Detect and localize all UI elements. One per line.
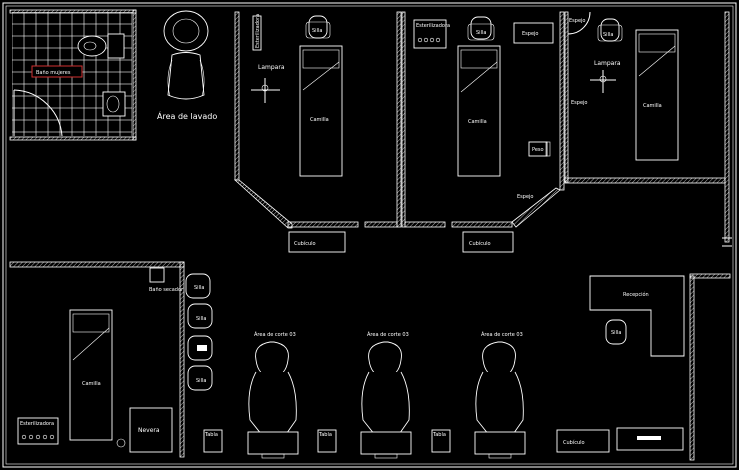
stretcher-label-2: Camilla	[468, 119, 487, 125]
stretcher-label: Camilla	[310, 117, 329, 123]
bath-dryer-label: Baño secador	[149, 287, 184, 293]
wash-basin-icon	[163, 10, 209, 100]
sterilizer-box-2-label: Esterilizadora	[20, 421, 54, 427]
waiting-chair-label-1: Silla	[194, 285, 204, 291]
cutting-area-3: Área de corte 03	[474, 331, 526, 459]
chair-label-3: Silla	[603, 32, 613, 38]
cubicle-label-1: Cubículo	[294, 240, 316, 247]
side-table-label-1: Tabla	[204, 432, 218, 438]
toilet-icon	[77, 33, 125, 59]
side-table-label-3: Tabla	[432, 432, 446, 438]
fridge	[129, 407, 173, 453]
reception-chair-label: Silla	[611, 330, 621, 336]
waiting-chair-label-2: Silla	[196, 316, 206, 322]
stretcher-icon	[299, 45, 343, 177]
side-tables: Tabla Tabla Tabla	[203, 429, 451, 453]
cubicle-box-2	[462, 231, 514, 253]
sterilizer-cabinet	[252, 15, 262, 51]
treatment-room-3: Espejo Silla Lampara Espejo Camilla	[564, 11, 730, 243]
side-table-label-2: Tabla	[318, 432, 332, 438]
cutting-area-label-3: Área de corte 03	[481, 331, 523, 338]
bath-sign-frame	[31, 65, 83, 78]
side-cabinet	[149, 267, 165, 283]
chair-label-2: Silla	[476, 30, 486, 36]
waiting-chairs: Silla Silla Silla	[185, 273, 213, 391]
scale-label: Peso	[532, 147, 544, 153]
stretcher-label-4: Camilla	[82, 381, 101, 387]
chair-icon	[597, 18, 623, 42]
bathroom-door-swing	[13, 89, 63, 137]
reception-label: Recepción	[623, 291, 649, 298]
sterilizer-label: Esterilizadora	[255, 14, 261, 48]
sterilizer-box	[413, 19, 447, 49]
cutting-area-1: Área de corte 03	[247, 331, 299, 459]
stretcher-icon	[457, 45, 501, 177]
sterilizer-box-2	[17, 417, 59, 445]
sterilizer-box-label: Esterilizadora	[416, 23, 450, 29]
mirror-label: Espejo	[517, 194, 533, 200]
cutting-area-2: Área de corte 03	[360, 331, 412, 459]
treatment-room-2: Esterilizadora Silla Espejo Camilla Peso…	[401, 11, 565, 228]
wash-area-label: Área de lavado	[157, 110, 217, 121]
reception: Recepción Silla Cubículo	[556, 273, 731, 461]
door-swing	[567, 11, 591, 35]
sink-icon	[102, 91, 126, 117]
lamp-label-right: Lampara	[594, 60, 621, 67]
mirror-label-3: Espejo	[569, 18, 585, 24]
outer-wall-inner	[5, 5, 734, 465]
bathroom: Baño mujeres	[9, 9, 137, 141]
lamp-label: Lampara	[258, 64, 285, 71]
wash-area: Área de lavado	[157, 10, 217, 121]
cubicle-label-2: Cubículo	[469, 240, 491, 247]
treatment-room-1: Esterilizadora Silla Lampara Camilla	[233, 11, 402, 229]
lower-left-room: Baño secador Camilla Esterilizadora Neve…	[9, 261, 185, 458]
chair-label: Silla	[312, 28, 322, 34]
stretcher-icon	[635, 29, 679, 161]
mirror-box-label: Espejo	[522, 31, 538, 37]
chair-icon	[305, 15, 331, 39]
stretcher-label-3: Camilla	[643, 103, 662, 109]
fridge-label: Nevera	[138, 427, 160, 434]
waiting-chair-label-3: Silla	[196, 378, 206, 384]
bath-sign-text: Baño mujeres	[36, 70, 71, 76]
stretcher-icon	[69, 309, 113, 441]
mirror-label-4: Espejo	[571, 100, 587, 106]
cubicle-box-1	[288, 231, 346, 253]
chair-icon	[467, 16, 495, 41]
lamp-icon	[251, 78, 280, 103]
cutting-area-label-1: Área de corte 03	[254, 331, 296, 338]
mirror-box	[513, 22, 554, 44]
lamp-icon	[590, 70, 616, 93]
cubicle-label-3: Cubículo	[563, 439, 585, 446]
cutting-area-label-2: Área de corte 03	[367, 331, 409, 338]
scale-box	[528, 141, 548, 157]
